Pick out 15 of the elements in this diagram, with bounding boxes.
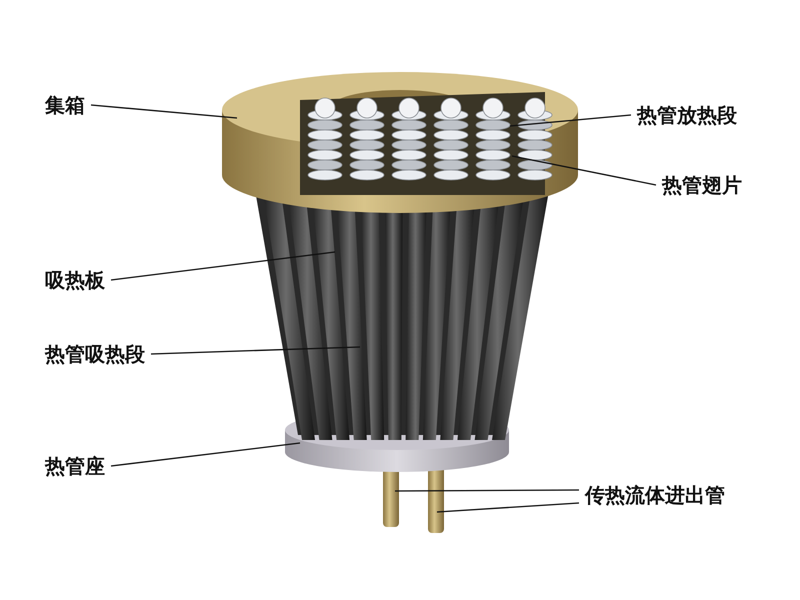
leader-line	[110, 251, 336, 281]
leader-line	[110, 442, 300, 467]
part-label: 传热流体进出管	[585, 483, 725, 507]
part-label: 热管翅片	[662, 173, 742, 197]
leader-line	[395, 489, 579, 492]
leader-line	[150, 346, 360, 355]
part-label: 热管吸热段	[45, 342, 145, 366]
part-label: 吸热板	[45, 268, 105, 292]
leader-line	[510, 114, 632, 127]
leader-line	[512, 155, 656, 186]
part-label: 集箱	[45, 93, 85, 117]
part-label: 热管放热段	[637, 103, 737, 127]
leader-line	[436, 502, 580, 513]
part-label: 热管座	[45, 454, 105, 478]
leader-line	[90, 104, 238, 119]
